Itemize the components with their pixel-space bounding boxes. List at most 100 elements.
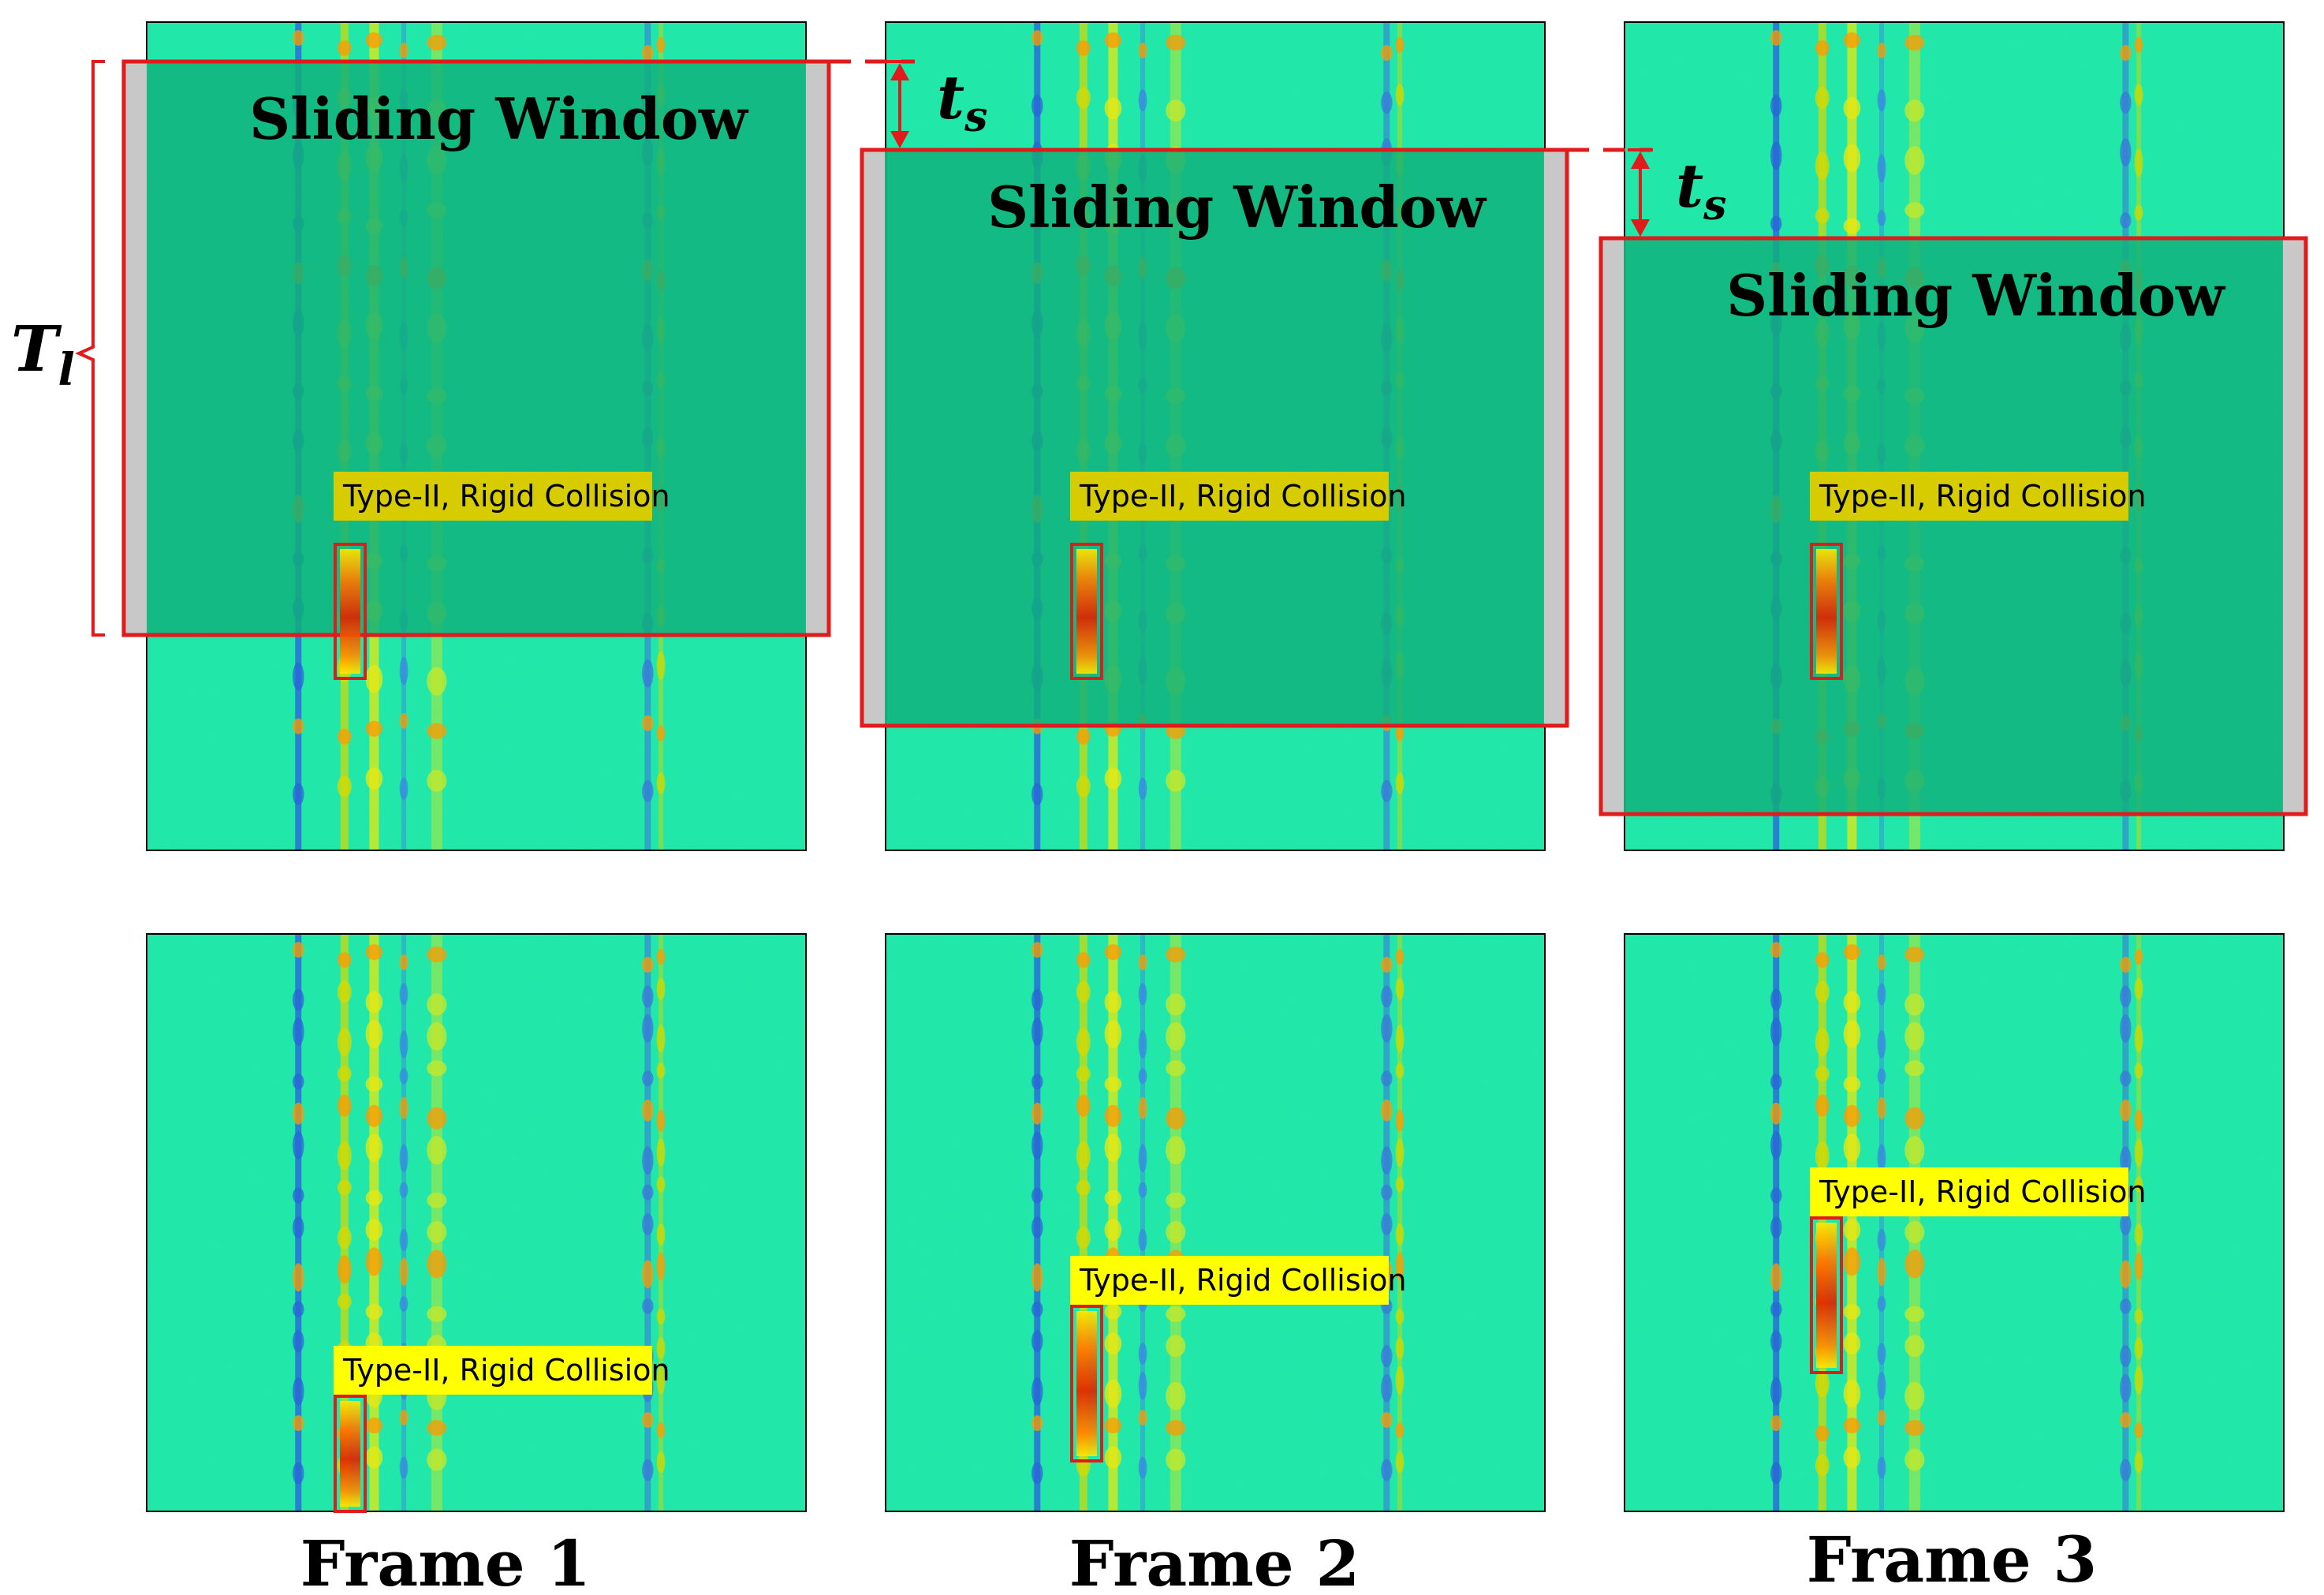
window-left-margin bbox=[862, 150, 886, 726]
spectrogram-blob bbox=[427, 723, 447, 739]
spectrogram-blob bbox=[399, 712, 408, 729]
spectrogram-blob bbox=[2120, 1345, 2132, 1368]
spectrogram-blob bbox=[1843, 144, 1861, 173]
spectrogram-blob bbox=[656, 1223, 666, 1246]
spectrogram-blob bbox=[1395, 1308, 1404, 1324]
spectrogram-blob bbox=[2134, 37, 2143, 53]
spectrogram-blob bbox=[642, 1070, 654, 1087]
spectrogram-blob bbox=[1138, 777, 1147, 800]
spectrogram-blob bbox=[293, 1102, 304, 1125]
spectrogram-blob bbox=[1138, 1096, 1147, 1119]
stride-symbol-base: t bbox=[937, 62, 964, 133]
spectrogram-blob bbox=[399, 983, 408, 1006]
spectrogram-blob bbox=[337, 981, 352, 1003]
spectrogram-blob bbox=[1815, 1141, 1830, 1171]
spectrogram-blob bbox=[2134, 1223, 2143, 1246]
spectrogram-blob bbox=[1031, 1462, 1043, 1485]
spectrogram-blob bbox=[365, 767, 383, 790]
spectrogram-noise bbox=[1625, 934, 2284, 1511]
spectrogram-blob bbox=[656, 949, 666, 965]
spectrogram-blob bbox=[1104, 767, 1122, 790]
spectrogram-blob bbox=[399, 1456, 408, 1479]
spectrogram-blob bbox=[399, 1257, 408, 1287]
spectrogram-blob bbox=[2134, 1024, 2143, 1053]
spectrogram-blob bbox=[1031, 988, 1043, 1011]
spectrogram-blob bbox=[1877, 210, 1886, 226]
spectrogram-blob bbox=[642, 1459, 654, 1481]
spectrogram-blob bbox=[1166, 1306, 1186, 1322]
spectrogram-blob bbox=[2134, 204, 2143, 221]
spectrogram-blob bbox=[2120, 1298, 2132, 1314]
detection-label: Type-II, Rigid Collision bbox=[342, 479, 670, 514]
stride-symbol-base: t bbox=[1676, 151, 1703, 221]
detection-label: Type-II, Rigid Collision bbox=[1819, 479, 2147, 514]
window-overlay bbox=[1624, 238, 2283, 814]
spectrogram-blob bbox=[2120, 1099, 2132, 1122]
spectrogram-streak bbox=[1079, 934, 1087, 1511]
spectrogram-blob bbox=[1076, 1454, 1091, 1477]
spectrogram-blob bbox=[293, 1415, 304, 1432]
spectrogram-streak bbox=[340, 934, 349, 1511]
spectrogram-noise bbox=[886, 934, 1545, 1511]
spectrogram-blob bbox=[1770, 215, 1782, 232]
detection-label: Type-II, Rigid Collision bbox=[342, 1353, 670, 1388]
spectrogram-blob bbox=[399, 1068, 408, 1085]
spectrogram-blob bbox=[2120, 1459, 2132, 1481]
window-border bbox=[860, 148, 1569, 728]
spectrogram-blob bbox=[642, 1146, 654, 1175]
spectrogram-blob bbox=[1877, 1096, 1886, 1119]
spectrogram-blob bbox=[1381, 1014, 1393, 1043]
spectrogram-blob bbox=[1166, 1022, 1186, 1051]
spectrogram-blob bbox=[1815, 151, 1830, 181]
spectrogram-blob bbox=[1381, 1070, 1393, 1087]
spectrogram-streak bbox=[1879, 934, 1885, 1511]
spectrogram-blob bbox=[1031, 95, 1043, 118]
bracket-shape bbox=[75, 60, 105, 637]
spectrogram-blob bbox=[1031, 1301, 1043, 1317]
stride-arrow-head-up bbox=[1631, 151, 1650, 169]
spectrogram-blob bbox=[2120, 1070, 2132, 1087]
spectrogram-blob bbox=[1166, 769, 1186, 792]
spectrogram-blob bbox=[1904, 1107, 1925, 1130]
spectrogram-blob bbox=[642, 957, 654, 973]
spectrogram-blob bbox=[1815, 1094, 1830, 1117]
spectrogram-blob bbox=[399, 1229, 408, 1251]
spectrogram-blob bbox=[365, 1418, 383, 1434]
spectrogram-streak bbox=[1397, 934, 1403, 1511]
spectrogram-blob bbox=[656, 771, 666, 794]
spectrogram-blob bbox=[1031, 1017, 1043, 1046]
spectrogram-blob bbox=[656, 651, 666, 680]
spectrogram-blob bbox=[642, 1184, 654, 1201]
spectrogram-blob bbox=[1395, 84, 1404, 106]
spectrogram-blob bbox=[1815, 1027, 1830, 1056]
spectrogram-bottom-2 bbox=[885, 933, 1546, 1512]
spectrogram-blob bbox=[1076, 1141, 1091, 1171]
spectrogram-blob bbox=[2120, 957, 2132, 973]
spectrogram-blob bbox=[656, 1422, 666, 1439]
spectrogram-blob bbox=[1770, 1187, 1782, 1204]
collision-signal bbox=[1076, 549, 1097, 674]
spectrogram-blob bbox=[1770, 988, 1782, 1011]
spectrogram-blob bbox=[1395, 771, 1404, 794]
spectrogram-blob bbox=[399, 1144, 408, 1173]
spectrogram-blob bbox=[1770, 1017, 1782, 1046]
detection-box bbox=[1070, 543, 1103, 680]
spectrogram-blob bbox=[1031, 1263, 1043, 1292]
spectrogram-blob bbox=[1104, 1134, 1122, 1163]
spectrogram-blob bbox=[1843, 32, 1861, 48]
spectrogram-blob bbox=[337, 952, 352, 968]
spectrogram-blob bbox=[293, 1330, 304, 1353]
spectrogram-blob bbox=[1877, 1068, 1886, 1085]
spectrogram-blob bbox=[1138, 1229, 1147, 1251]
spectrogram-blob bbox=[1381, 985, 1393, 1008]
spectrogram-blob bbox=[1031, 1074, 1043, 1090]
spectrogram-bottom-1 bbox=[146, 933, 807, 1512]
spectrogram-blob bbox=[1104, 1076, 1122, 1093]
spectrogram-blob bbox=[1395, 1422, 1404, 1439]
spectrogram-blob bbox=[427, 993, 447, 1016]
spectrogram-blob bbox=[1843, 1247, 1861, 1276]
spectrogram-blob bbox=[656, 725, 666, 741]
spectrogram-blob bbox=[1395, 1365, 1404, 1395]
